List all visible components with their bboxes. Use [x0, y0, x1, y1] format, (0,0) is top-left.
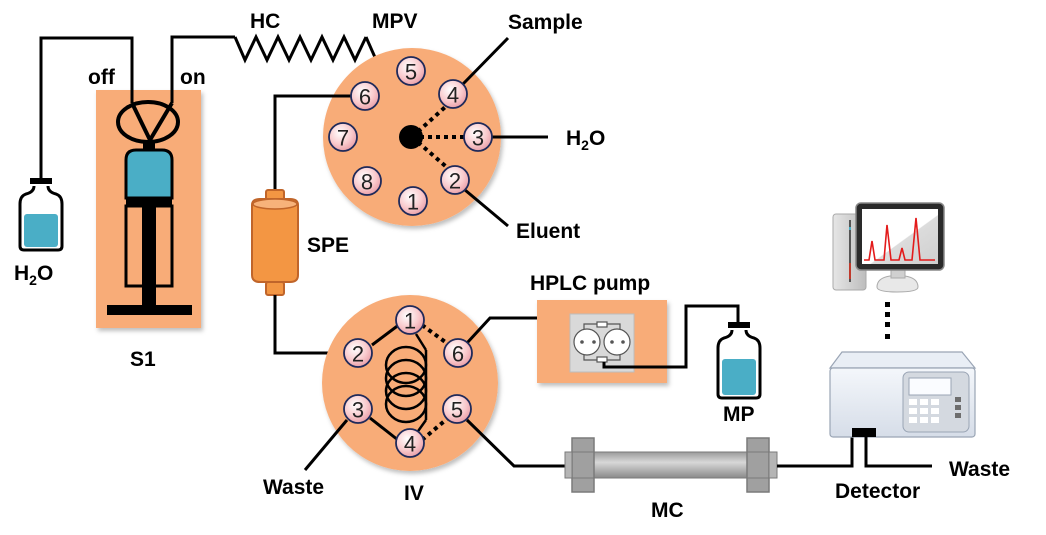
mpv-port-circle: [350, 81, 380, 111]
mpv-port-7: 7: [328, 122, 358, 152]
syringe-pump-s1: [96, 90, 201, 328]
mpv-port-3: 3: [463, 122, 493, 152]
iv-link-1-6: [420, 323, 450, 346]
iv-link-3-4: [369, 416, 399, 442]
iv-port-3: 3: [343, 394, 373, 424]
iv-port-circle: [442, 394, 472, 424]
label-spe: SPE: [307, 234, 349, 257]
tubing-mpv-eluent: [464, 188, 509, 228]
iv-port-circle: [343, 394, 373, 424]
tubing-detector-waste: [864, 434, 932, 468]
mpv-port-number: 1: [407, 190, 419, 215]
mpv-port-circle: [352, 166, 382, 196]
iv-port-1: 1: [395, 305, 425, 335]
tubing-pump-to-mp: [602, 304, 740, 369]
tubing-column-to-detector: [777, 434, 854, 468]
label-s1: S1: [130, 348, 156, 371]
label-hplc-pump: HPLC pump: [530, 272, 650, 295]
mpv-ports: 1 234 5 678: [328, 56, 493, 216]
iv-port-number: 6: [452, 342, 464, 367]
tubing-mpv-to-spe: [273, 94, 351, 192]
analytical-column-icon: [564, 437, 778, 493]
iv-port-circle: [443, 338, 473, 368]
tubing-s1-to-hc: [170, 35, 235, 103]
label-iv: IV: [404, 482, 424, 505]
mpv-port-1: 1: [398, 186, 428, 216]
tubing-iv-waste: [303, 419, 349, 471]
iv-port-circle: [343, 338, 373, 368]
syringe-barrel-liquid: [124, 148, 174, 200]
label-mc: MC: [651, 499, 684, 522]
iv-ports: 1 2 3 4 5 6: [343, 305, 473, 458]
mp-liquid: [722, 359, 756, 395]
iv-port-number: 2: [352, 342, 364, 367]
iv-port-number: 4: [404, 432, 416, 457]
mpv-port-circle: [463, 122, 493, 152]
data-link-dots: [885, 302, 890, 339]
label-sample: Sample: [508, 11, 583, 34]
syringe-plunger: [142, 206, 156, 306]
detector-flow-cell: [852, 428, 876, 437]
tubing-h2o-to-s1: [39, 36, 134, 178]
label-mp: MP: [723, 403, 755, 426]
mpv-port-circle: [396, 56, 426, 86]
mpv-port-circle: [398, 186, 428, 216]
hplc-pump: [537, 300, 667, 383]
mpv-port-number: 8: [361, 170, 373, 195]
iv-link-4-5: [420, 416, 450, 442]
mpv-port-number: 5: [405, 60, 417, 85]
mpv-port-circle: [328, 122, 358, 152]
mpv-port-number: 6: [359, 85, 371, 110]
mpv-port-6: 6: [350, 81, 380, 111]
label-mpv: MPV: [372, 10, 418, 33]
tubing-spe-to-iv: [273, 295, 344, 355]
iv-link-2-1: [371, 322, 401, 347]
mpv-port-4: 4: [438, 79, 468, 109]
label-hc: HC: [250, 10, 280, 33]
iv-port-6: 6: [443, 338, 473, 368]
detector-instrument: [828, 351, 977, 438]
iv-port-number: 5: [451, 398, 463, 423]
label-h2o-mpv: H2O: [566, 127, 605, 153]
mobile-phase-bottle: [716, 322, 762, 400]
mpv-port-circle: [438, 79, 468, 109]
mpv-port-number: 3: [472, 126, 484, 151]
mpv-port-number: 4: [447, 83, 459, 108]
iv-port-2: 2: [343, 338, 373, 368]
iv-port-5: 5: [442, 394, 472, 424]
iv-port-circle: [395, 428, 425, 458]
label-waste-detector: Waste: [949, 458, 1010, 481]
iv-port-4: 4: [395, 428, 425, 458]
mpv-port-5: 5: [396, 56, 426, 86]
holding-coil-icon: [233, 33, 368, 64]
mpv-port-number: 7: [337, 126, 349, 151]
mpv-port-number: 2: [449, 169, 461, 194]
chromatogram-trace: [864, 217, 935, 261]
h2o-reservoir-bottle: [18, 178, 64, 252]
mpv-rotor-center: [399, 125, 423, 149]
mpv-port-2: 2: [440, 165, 470, 195]
label-detector: Detector: [835, 480, 920, 503]
h2o-liquid: [24, 214, 58, 247]
label-h2o-bottle: H2O: [14, 262, 53, 288]
iv-port-number: 1: [404, 309, 416, 334]
spe-cartridge-icon: [251, 189, 299, 296]
label-on: on: [180, 66, 206, 89]
mpv-port-circle: [440, 165, 470, 195]
label-waste-iv: Waste: [263, 476, 324, 499]
tubing-mpv-sample: [461, 36, 510, 86]
tubing-iv-to-column: [465, 418, 567, 468]
iv-port-number: 3: [352, 398, 364, 423]
computer-icon: [832, 202, 945, 293]
iv-port-circle: [395, 305, 425, 335]
label-off: off: [88, 66, 116, 89]
label-eluent: Eluent: [516, 220, 580, 243]
mpv-port-8: 8: [352, 166, 382, 196]
